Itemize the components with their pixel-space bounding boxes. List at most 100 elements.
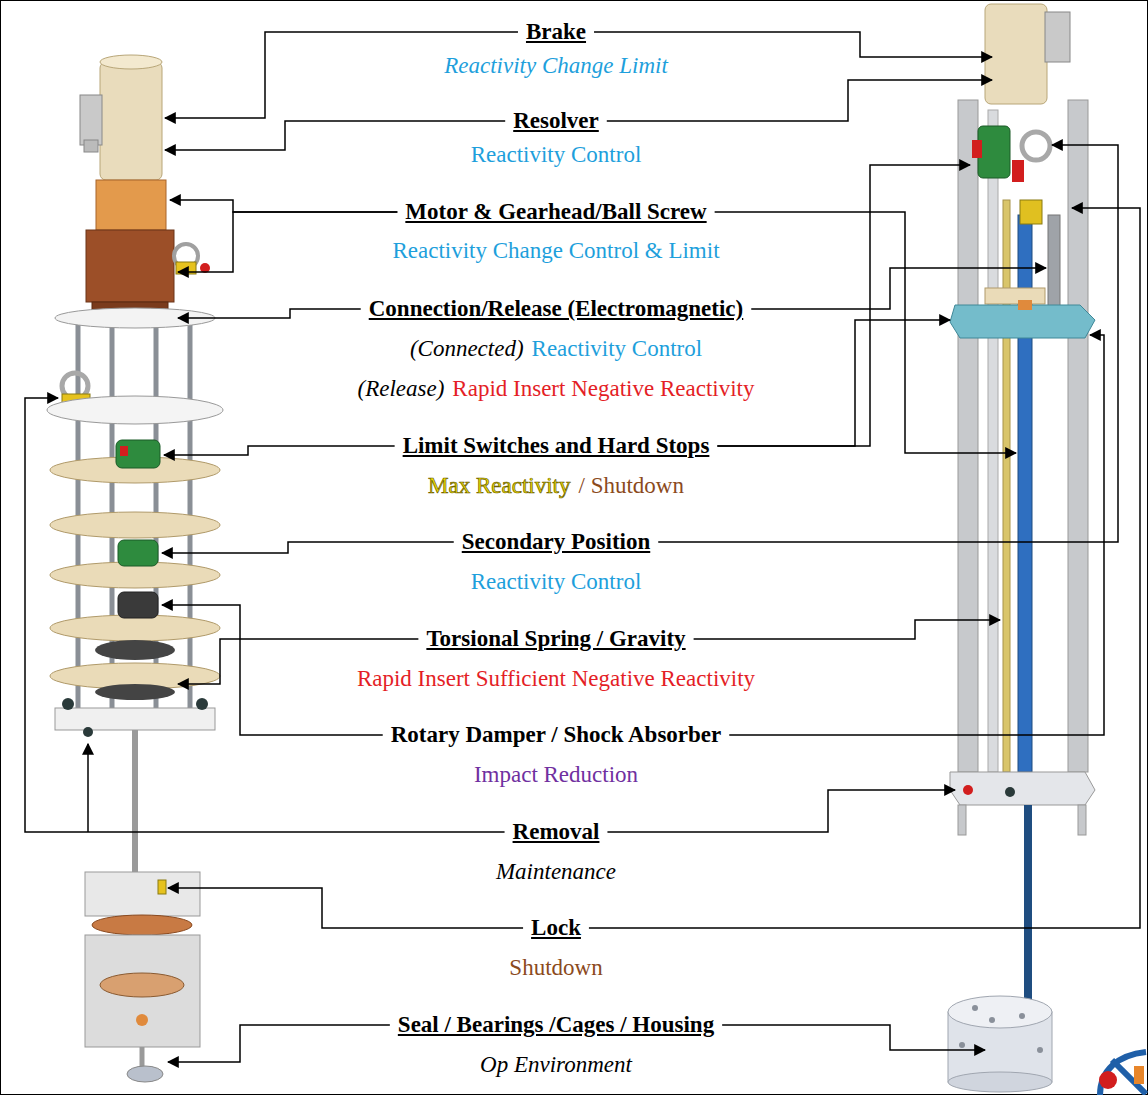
limit-switch-part <box>95 684 175 700</box>
bottom-plate <box>958 805 966 835</box>
limit-switch-part <box>118 592 158 618</box>
leader-line <box>162 605 383 735</box>
label-row: Resolver <box>156 106 956 136</box>
state-label: Op Environment <box>480 1051 632 1079</box>
part-heading: Torsional Spring / Gravity <box>426 625 685 653</box>
core-disc <box>948 996 1052 1028</box>
limit-switch-part <box>95 440 175 700</box>
lower-housing <box>85 935 200 1047</box>
cyan-plate <box>1018 300 1032 310</box>
base-plate <box>55 708 215 730</box>
lower-housing <box>85 872 200 1082</box>
function-label: Impact Reduction <box>474 761 638 789</box>
brake-resolver-body <box>985 4 1070 104</box>
limit-switch-part <box>120 446 128 456</box>
leader-line <box>751 268 1046 309</box>
core-disc <box>1037 1047 1043 1053</box>
gearhead-body <box>96 180 166 230</box>
mounting-plate <box>47 396 223 424</box>
part-heading: Resolver <box>513 107 599 135</box>
bottom-plate <box>963 785 973 795</box>
right-drive-illustration <box>948 4 1146 1095</box>
core-disc <box>989 1017 995 1023</box>
leader-line <box>658 145 1118 542</box>
label-row: Impact Reduction <box>156 760 956 790</box>
label-row: Shutdown <box>156 953 956 983</box>
function-label: / Shutdown <box>579 472 684 500</box>
lower-housing <box>158 880 166 894</box>
brake-resolver-body <box>1045 12 1070 62</box>
core-disc <box>972 1005 978 1011</box>
logo-mark <box>1099 1052 1146 1095</box>
limit-switch-part <box>1012 160 1024 182</box>
part-heading: Motor & Gearhead/Ball Screw <box>405 198 706 226</box>
label-row: Reactivity Control <box>156 140 956 170</box>
base-plate <box>83 727 93 737</box>
label-row: Reactivity Control <box>156 567 956 597</box>
leader-line <box>715 212 1016 453</box>
base-plate <box>62 698 74 710</box>
core-disc <box>948 1072 1052 1092</box>
part-heading: Removal <box>513 818 600 846</box>
leader-lines <box>25 32 1140 1062</box>
drive-shaft <box>135 730 136 872</box>
leader-line <box>168 1025 390 1062</box>
logo-mark <box>1112 1060 1146 1094</box>
left-drive-illustration <box>47 55 223 1082</box>
part-heading: Secondary Position <box>462 528 650 556</box>
limit-switch-part <box>1022 132 1050 160</box>
logo-mark <box>1099 1071 1117 1089</box>
yellow-rod <box>1003 200 1010 772</box>
leader-line <box>717 165 970 446</box>
motor-body <box>86 230 174 302</box>
guide-rail <box>958 100 978 772</box>
logo-mark <box>1134 1066 1144 1084</box>
leader-line <box>25 398 505 832</box>
function-label: Rapid Insert Sufficient Negative Reactiv… <box>357 665 755 693</box>
leader-line <box>162 542 454 553</box>
lower-housing <box>92 915 192 935</box>
guide-rail <box>1068 100 1088 772</box>
bottom-plate <box>1078 805 1086 835</box>
lower-rod <box>1024 805 1032 1005</box>
label-row: Torsional Spring / Gravity <box>156 624 956 654</box>
function-label: Max Reactivity <box>428 472 570 500</box>
limit-switch-part <box>116 440 160 468</box>
guide-rail <box>988 110 998 772</box>
guide-rail <box>958 100 1088 772</box>
cyan-plate <box>950 288 1095 338</box>
function-label: Reactivity Control <box>532 335 703 363</box>
leader-line <box>694 620 1000 639</box>
label-row: Limit Switches and Hard Stops <box>156 431 956 461</box>
part-heading: Connection/Release (Electromagnetic) <box>369 295 744 323</box>
function-label: Reactivity Control <box>471 568 642 596</box>
mounting-plate <box>50 615 220 641</box>
label-row: Connection/Release (Electromagnetic) <box>156 294 956 324</box>
brake-resolver-body <box>84 140 98 152</box>
state-label: (Connected) <box>410 335 524 363</box>
label-row: Maintenance <box>156 857 956 887</box>
leader-line <box>729 335 1104 735</box>
core-disc <box>959 1042 965 1048</box>
lower-housing <box>100 973 184 997</box>
base-plate <box>196 698 208 710</box>
lower-rod <box>1024 805 1032 1005</box>
label-row: Lock <box>156 913 956 943</box>
core-disc <box>948 996 1052 1092</box>
part-heading: Rotary Damper / Shock Absorber <box>391 721 722 749</box>
label-row: Motor & Gearhead/Ball Screw <box>156 197 956 227</box>
part-heading: Brake <box>526 18 586 46</box>
leader-line <box>164 446 395 455</box>
cyan-plate <box>985 288 1045 304</box>
state-label: (Release) <box>358 375 445 403</box>
label-row: Reactivity Change Limit <box>156 51 956 81</box>
limit-switch-part <box>978 126 1010 178</box>
lower-housing <box>85 872 200 916</box>
leader-line <box>178 309 361 318</box>
part-heading: Lock <box>531 914 581 942</box>
limit-switch-part <box>1020 200 1042 224</box>
limit-switch-part <box>118 540 158 566</box>
mounting-plate <box>47 308 223 689</box>
part-heading: Seal / Bearings /Cages / Housing <box>398 1011 714 1039</box>
